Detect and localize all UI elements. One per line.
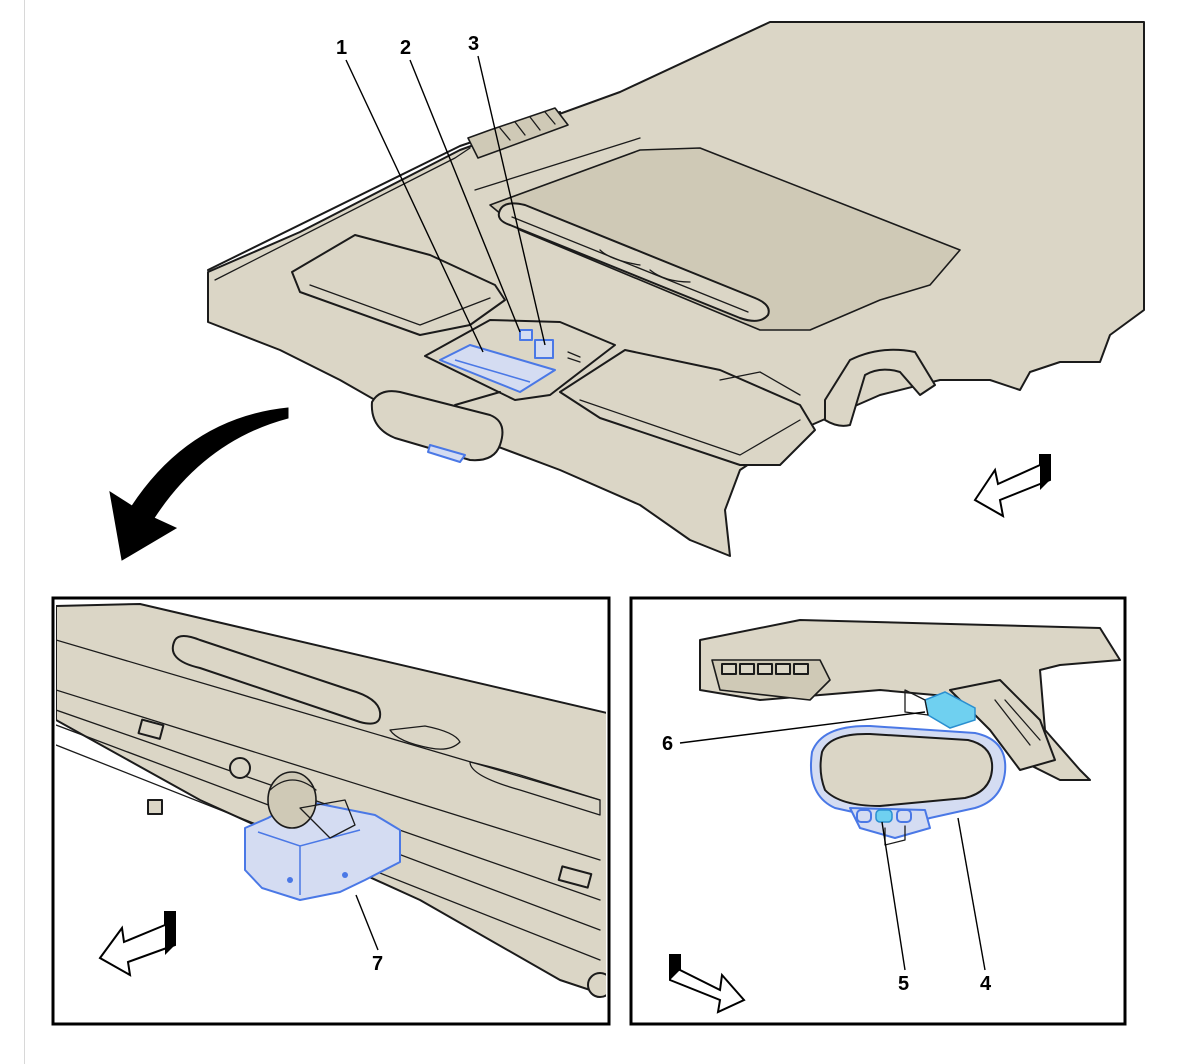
- callout-7: 7: [372, 953, 383, 975]
- left-sun-visor: [291, 234, 506, 336]
- leader-3: [477, 55, 546, 346]
- small-switch-2: [519, 329, 533, 341]
- callout-2: 2: [400, 37, 411, 59]
- headliner-underside: [56, 603, 606, 997]
- headliner-overview: [207, 21, 1145, 557]
- callout-4: 4: [980, 973, 992, 995]
- mirror-button-left: [856, 809, 872, 823]
- mirror-glass: [819, 732, 994, 807]
- callout-1: 1: [336, 37, 347, 59]
- console-slot-underside: [171, 635, 382, 725]
- leader-4: [957, 817, 986, 971]
- mirror-buttons-overview: [427, 444, 466, 463]
- leader-2: [409, 59, 521, 333]
- roof-console-slot: [497, 202, 770, 322]
- mirror-button-right: [896, 809, 912, 823]
- mirror-mount-arm: [454, 391, 501, 406]
- right-panel-content: [699, 619, 1121, 846]
- sunroof-opening: [489, 147, 961, 331]
- leader-5: [881, 821, 906, 971]
- callout-5: 5: [898, 973, 909, 995]
- curved-arrow-icon: [109, 407, 289, 561]
- leader-7: [355, 894, 379, 951]
- grab-handle: [824, 348, 936, 427]
- callout-3: 3: [468, 33, 479, 55]
- mirror-button-center: [875, 809, 893, 823]
- front-direction-arrow-icon: [973, 454, 1051, 518]
- leader-1: [345, 59, 484, 353]
- callouts-top: 1 2 3: [336, 33, 546, 353]
- front-direction-arrow-icon: [98, 911, 176, 977]
- leader-6: [679, 711, 926, 744]
- page-frame: [24, 0, 1200, 1064]
- callout-6: 6: [662, 733, 673, 755]
- rearview-mirror-overview: [370, 390, 504, 462]
- sensor-dome: [267, 771, 317, 829]
- left-panel-content: [56, 603, 606, 998]
- rear-direction-arrow-icon: [669, 954, 746, 1014]
- right-sun-visor: [559, 349, 816, 466]
- front-vent: [467, 107, 569, 159]
